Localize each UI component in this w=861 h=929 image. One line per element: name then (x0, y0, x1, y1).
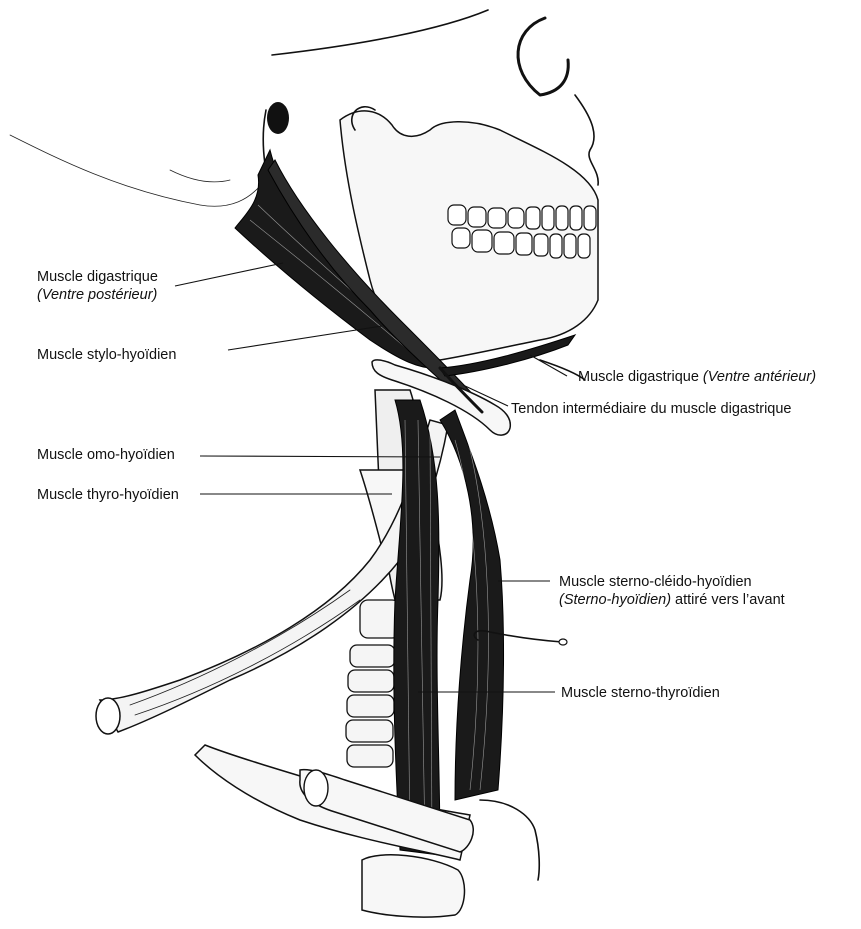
trachea (346, 600, 400, 767)
label-sternohyoid-tail: attiré vers l’avant (671, 592, 785, 608)
label-digastric-posterior-sub: (Ventre postérieur) (37, 286, 158, 304)
label-omohyoid: Muscle omo-hyoïdien (37, 446, 175, 464)
shoulder-outline (480, 800, 539, 880)
label-sternohyoid-sub: (Sterno-hyoïdien) (559, 592, 671, 608)
leader-digastric-posterior (175, 263, 283, 286)
nose-outline (575, 95, 598, 185)
neck-skin-outline (10, 135, 265, 206)
label-sternothyroid: Muscle sterno-thyroïdien (561, 684, 720, 702)
label-thyrohyoid: Muscle thyro-hyoïdien (37, 486, 179, 504)
sternum-manubrium (362, 855, 464, 917)
mastoid-process (267, 102, 289, 134)
label-digastric-anterior-name: Muscle digastrique (578, 369, 703, 385)
label-sternohyoid: Muscle sterno-cléido-hyoïdien (Sterno-hy… (559, 573, 785, 609)
cranium-outline (272, 10, 488, 55)
label-digastric-posterior: Muscle digastrique (Ventre postérieur) (37, 268, 158, 304)
leader-stylohyoid (228, 326, 382, 350)
label-sternohyoid-name: Muscle sterno-cléido-hyoïdien (559, 573, 785, 591)
leader-digastric-anterior (530, 355, 567, 376)
label-digastric-anterior: Muscle digastrique (Ventre antérieur) (578, 368, 816, 386)
label-stylohyoid: Muscle stylo-hyoïdien (37, 346, 176, 364)
sternohyoid-muscle (440, 410, 504, 800)
label-intermediate-tendon: Tendon intermédiaire du muscle digastriq… (511, 400, 792, 418)
orbit-outline (518, 18, 568, 95)
label-digastric-anterior-sub: (Ventre antérieur) (703, 369, 816, 385)
label-digastric-posterior-name: Muscle digastrique (37, 268, 158, 286)
